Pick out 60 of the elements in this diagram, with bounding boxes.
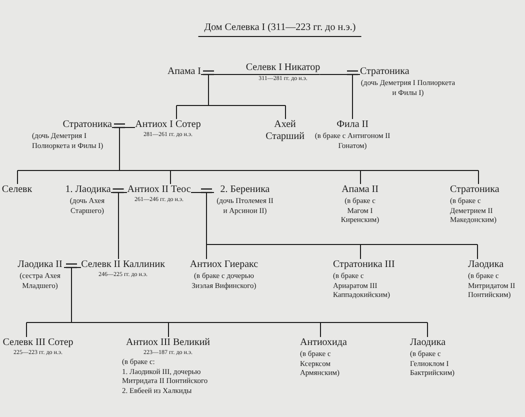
descent-line xyxy=(170,170,361,171)
person-name: Антиох III Великий xyxy=(124,337,212,349)
person-name: Стратоника III xyxy=(333,259,395,271)
descent-line xyxy=(170,170,171,184)
descent-line xyxy=(176,105,177,120)
descent-line xyxy=(206,244,207,260)
descent-line xyxy=(320,322,321,338)
person-name: Лаодика xyxy=(468,259,505,271)
descent-line xyxy=(17,170,120,171)
person-name: 2. Береника xyxy=(219,184,271,196)
descent-line xyxy=(17,170,18,184)
descent-line xyxy=(112,127,120,171)
person-name: Стратоника xyxy=(62,119,112,131)
person-name: Антиох II Теос xyxy=(127,184,191,196)
person-name: Селевк I Никатор xyxy=(246,62,320,75)
descent-line xyxy=(478,170,479,184)
descent-line xyxy=(208,105,286,106)
descent-line xyxy=(477,244,478,260)
person-name: Фила II xyxy=(336,119,370,131)
descent-line xyxy=(110,192,119,260)
descent-line xyxy=(360,170,479,171)
marriage-line xyxy=(112,123,136,128)
descent-line xyxy=(360,170,361,184)
person-name: Селевк III Сотер xyxy=(2,337,74,349)
diagram-title: Дом Селевка I (311—223 гг. до н.э.) xyxy=(198,21,362,37)
descent-line xyxy=(26,322,27,338)
marriage-line xyxy=(200,70,246,76)
person-name: 1. Лаодика xyxy=(65,184,111,196)
marriage-line xyxy=(190,188,214,194)
person-name: Антиохида xyxy=(300,337,347,349)
person-name: Лаодика xyxy=(410,337,447,349)
person-name: Селевк xyxy=(2,184,32,196)
descent-line xyxy=(206,192,214,245)
descent-line xyxy=(176,105,209,106)
descent-line xyxy=(168,322,321,323)
person-name: Стратоника xyxy=(360,66,410,78)
person-name: Антиох I Сотер xyxy=(135,119,201,131)
person-name: Лаодика II xyxy=(16,259,64,271)
person-name: Селевк II Каллиник xyxy=(81,259,165,271)
descent-line xyxy=(119,170,171,171)
descent-line xyxy=(427,322,428,338)
marriage-line xyxy=(110,188,128,194)
descent-line xyxy=(360,244,361,260)
person-name: Антиох Гиеракс xyxy=(189,259,259,271)
descent-line xyxy=(352,74,360,120)
descent-line xyxy=(64,267,72,323)
descent-line xyxy=(71,322,169,323)
descent-line xyxy=(320,322,428,323)
descent-line xyxy=(360,244,478,245)
marriage-line xyxy=(320,70,360,76)
marriage-line xyxy=(64,263,82,268)
person-name: Апама I xyxy=(167,66,201,78)
person-name: Апама II xyxy=(340,184,380,196)
descent-line xyxy=(200,74,209,106)
person-name: Стратоника xyxy=(450,184,500,196)
descent-line xyxy=(26,322,72,323)
descent-line xyxy=(206,244,361,245)
descent-line xyxy=(168,322,169,338)
descent-line xyxy=(285,105,286,120)
person-name: Ахей Старший xyxy=(265,119,305,143)
